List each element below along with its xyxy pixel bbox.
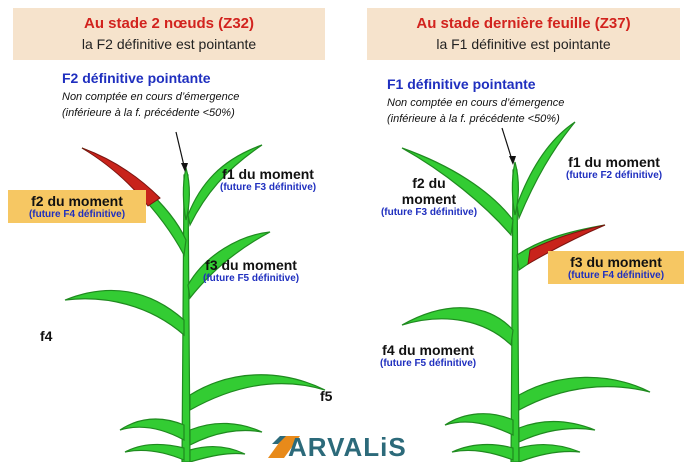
left-stage-subtitle: la F2 définitive est pointante bbox=[81, 36, 257, 52]
right-f4-text: f4 du moment bbox=[382, 342, 474, 358]
right-leaf-f1 bbox=[516, 121, 576, 221]
left-stage-header: Au stade 2 nœuds (Z32) la F2 définitive … bbox=[13, 8, 325, 60]
left-f2-text: f2 du moment bbox=[31, 193, 123, 209]
left-f3-sub: (future F5 définitive) bbox=[203, 273, 300, 284]
left-f1-label: f1 du moment (future F3 définitive) bbox=[220, 166, 316, 193]
left-f3-label: f3 du moment (future F5 définitive) bbox=[203, 257, 299, 284]
left-f1-text: f1 du moment bbox=[222, 166, 314, 182]
right-f1-sub: (future F2 définitive) bbox=[566, 170, 663, 181]
left-pointing-title: F2 définitive pointante bbox=[62, 70, 211, 86]
left-f1-sub: (future F3 définitive) bbox=[220, 182, 317, 193]
left-f2-sub: (future F4 définitive) bbox=[28, 209, 126, 220]
right-note: Non comptée en cours d’émergence (inféri… bbox=[387, 95, 564, 127]
right-note-line2: (inférieure à la f. précédente <50%) bbox=[387, 113, 560, 125]
left-stage-title: Au stade 2 nœuds (Z32) bbox=[83, 15, 255, 32]
left-leaf-f5 bbox=[189, 374, 326, 412]
right-note-line1: Non comptée en cours d’émergence bbox=[387, 97, 565, 109]
left-f4-label: f4 bbox=[40, 328, 53, 344]
left-f5-label: f5 bbox=[320, 388, 333, 404]
arvalis-logo-mark bbox=[268, 436, 300, 458]
left-pointing-leaf bbox=[182, 165, 190, 221]
right-stage-title: Au stade dernière feuille (Z37) bbox=[416, 15, 631, 32]
right-f3-highlight: f3 du moment (future F4 définitive) bbox=[548, 251, 684, 284]
right-f2-text-a: f2 du bbox=[412, 175, 446, 191]
right-f3-text: f3 du moment bbox=[570, 254, 662, 270]
right-f2-sub: (future F3 définitive) bbox=[380, 207, 478, 218]
right-f1-label: f1 du moment (future F2 définitive) bbox=[566, 154, 662, 181]
left-note-line1: Non comptée en cours d’émergence bbox=[62, 91, 240, 103]
right-f3-sub: (future F4 définitive) bbox=[567, 270, 665, 281]
left-f2-highlight: f2 du moment (future F4 définitive) bbox=[8, 190, 146, 223]
right-f4-sub: (future F5 définitive) bbox=[380, 358, 477, 369]
left-note: Non comptée en cours d’émergence (inféri… bbox=[62, 89, 239, 121]
right-f1-text: f1 du moment bbox=[568, 154, 660, 170]
right-leaf-f4 bbox=[401, 307, 514, 347]
left-leaf-f4 bbox=[64, 289, 185, 337]
right-f4-label: f4 du moment (future F5 définitive) bbox=[380, 342, 476, 369]
left-f3-text: f3 du moment bbox=[205, 257, 297, 273]
right-leaf-f2 bbox=[401, 147, 514, 237]
right-stage-subtitle: la F1 définitive est pointante bbox=[436, 36, 611, 52]
left-note-line2: (inférieure à la f. précédente <50%) bbox=[62, 107, 235, 119]
right-pointing-title: F1 définitive pointante bbox=[387, 76, 536, 92]
arvalis-logo-text: ARVALiS bbox=[288, 432, 407, 462]
right-f2-text-b: moment bbox=[401, 191, 457, 207]
right-pointing-leaf bbox=[511, 161, 519, 216]
right-leaf-f3-red bbox=[527, 224, 606, 265]
left-leaf-f1 bbox=[187, 144, 263, 227]
right-f2-label: f2 du moment (future F3 définitive) bbox=[370, 175, 488, 218]
left-leaf-f3 bbox=[187, 231, 271, 300]
right-stage-header: Au stade dernière feuille (Z37) la F1 dé… bbox=[367, 8, 680, 60]
